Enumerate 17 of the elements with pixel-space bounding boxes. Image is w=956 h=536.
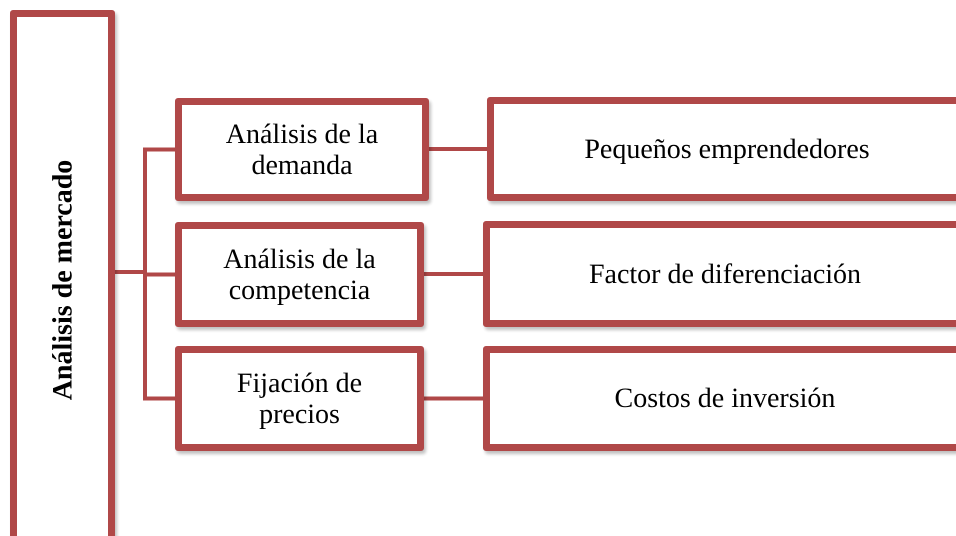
topic-box — [483, 346, 956, 451]
topic-box — [483, 221, 956, 327]
connector-line — [429, 147, 487, 151]
vertical-label: Análisis de mercado — [47, 160, 78, 400]
box-label: Análisis de la demanda — [224, 118, 380, 180]
category-box — [10, 10, 115, 536]
box-label: Factor de diferenciación — [588, 258, 862, 290]
box-label: Fijación de precios — [236, 368, 364, 430]
box-label: Análisis de la competencia — [222, 244, 377, 306]
topic-box — [175, 346, 424, 451]
box-label: Costos de inversión — [614, 383, 836, 414]
topic-box — [175, 222, 424, 327]
topic-box — [175, 98, 429, 201]
connector-line — [424, 396, 483, 400]
box-label: Pequeños emprendedores — [584, 134, 870, 164]
topic-box — [487, 97, 956, 201]
connector-line — [424, 272, 483, 276]
